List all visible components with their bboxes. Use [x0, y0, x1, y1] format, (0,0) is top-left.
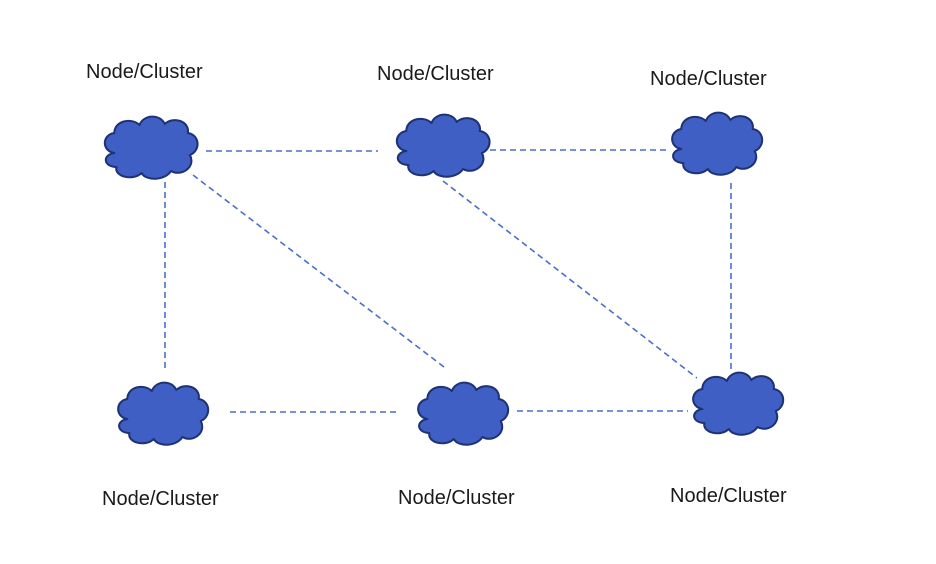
node-label: Node/Cluster [398, 487, 515, 509]
node-label: Node/Cluster [670, 485, 787, 507]
edge-n2-n6 [442, 180, 698, 379]
edges [164, 149, 732, 413]
cloud-icon [671, 111, 764, 176]
cloud-icon [417, 381, 510, 446]
cloud-icon [103, 115, 199, 180]
nodes [103, 111, 785, 446]
node-label: Node/Cluster [86, 61, 203, 83]
node-label: Node/Cluster [102, 488, 219, 510]
node-label: Node/Cluster [377, 63, 494, 85]
cloud-icon [692, 371, 785, 436]
cloud-icon [395, 113, 491, 178]
cloud-icon [117, 381, 210, 446]
node-label: Node/Cluster [650, 68, 767, 90]
edge-n1-n5 [192, 174, 445, 368]
